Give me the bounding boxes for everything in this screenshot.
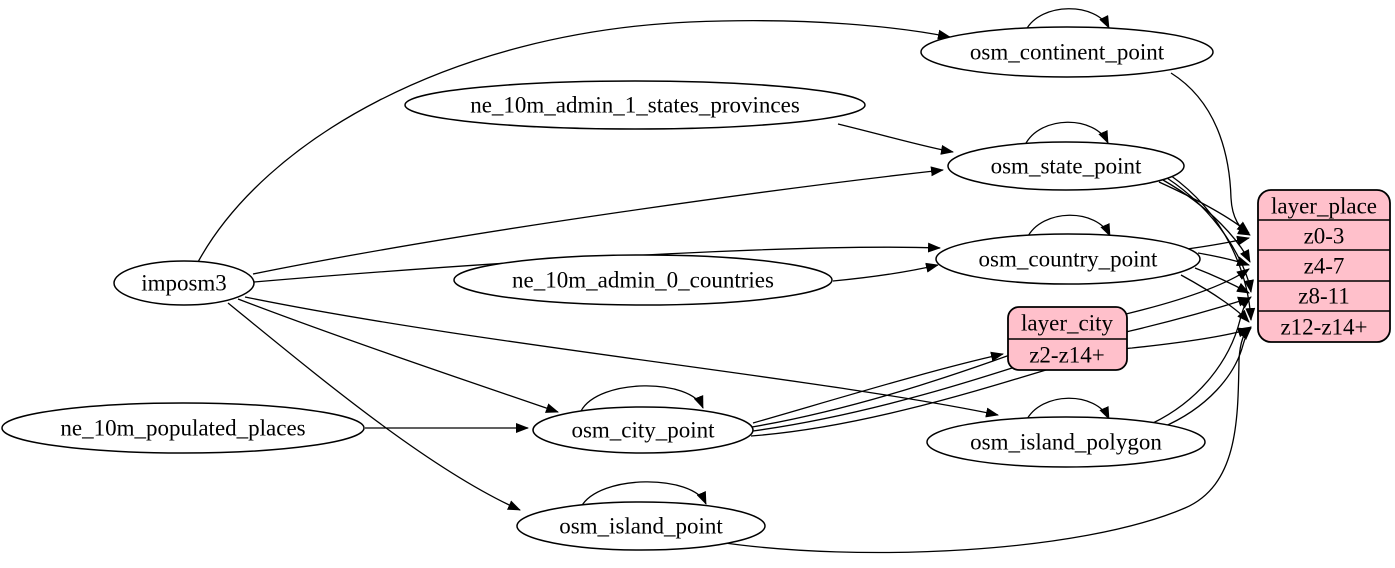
node-imposm3: imposm3: [113, 260, 255, 306]
node-osm_island_point: osm_island_point: [516, 501, 766, 551]
node-ne_10m_admin_1_states_provinces: ne_10m_admin_1_states_provinces: [404, 80, 866, 130]
edge-imposm3-osm_state_point: [252, 166, 944, 275]
layer_place-title: layer_place: [1271, 194, 1377, 219]
layer_place-row-z12-z14: z12-z14+: [1280, 315, 1367, 340]
edge-self-osm_continent_point: [1025, 8, 1110, 31]
layer_place-shape: [1257, 189, 1391, 343]
edge-osm_country_point-layer_place-z0-3: [1186, 235, 1250, 250]
layer_city-title: layer_city: [1021, 311, 1113, 336]
osm_island_polygon-label: osm_island_polygon: [970, 430, 1162, 455]
edge-imposm3-osm_continent_point: [197, 20, 951, 263]
edge-osm_state_point-layer_place-z0-3: [1158, 181, 1250, 234]
osm_island_point-shape: [516, 501, 766, 551]
edge-self-osm_country_point: [1026, 214, 1111, 239]
node-osm_city_point: osm_city_point: [532, 406, 754, 454]
edge-imposm3-osm_island_point: [227, 302, 521, 511]
node-layer_city: layer_city z2-z14+: [1007, 306, 1128, 371]
layer_place-row-z4-7: z4-7: [1304, 254, 1345, 279]
edge-osm_country_point-layer_place-z4-7: [1197, 252, 1250, 266]
edge-osm_continent_point-layer_place-z0-3: [1170, 72, 1251, 236]
edge-osm_island_point-layer_place-z12-z14: [717, 326, 1252, 554]
node-ne_10m_populated_places: ne_10m_populated_places: [1, 402, 365, 454]
ne_10m_admin_1_states_provinces-label: ne_10m_admin_1_states_provinces: [470, 93, 800, 118]
ne_10m_admin_0_countries-label: ne_10m_admin_0_countries: [512, 268, 774, 293]
imposm3-label: imposm3: [141, 271, 227, 296]
layer_place-row-z0-3: z0-3: [1304, 224, 1345, 249]
osm_state_point-label: osm_state_point: [991, 154, 1142, 179]
edge-imposm3-osm_island_polygon: [244, 296, 999, 418]
edge-osm_country_point-layer_place-z12-z14: [1180, 274, 1250, 323]
ne_10m_populated_places-shape: [1, 402, 365, 454]
node-osm_island_polygon: osm_island_polygon: [926, 416, 1206, 468]
edge-ne_10m_admin_0_countries-osm_country_point: [832, 262, 939, 282]
edge-osm_island_polygon-layer_place-z8-11: [1152, 296, 1252, 424]
osm_country_point-shape: [935, 233, 1201, 285]
edge-self-osm_island_point: [580, 481, 707, 508]
node-osm_country_point: osm_country_point: [935, 233, 1201, 285]
layer_city-row-z2-z14: z2-z14+: [1029, 343, 1105, 368]
osm_continent_point-label: osm_continent_point: [970, 40, 1165, 65]
osm_city_point-label: osm_city_point: [571, 418, 715, 443]
layer_place-row-z8-11: z8-11: [1298, 284, 1350, 309]
node-ne_10m_admin_0_countries: ne_10m_admin_0_countries: [453, 254, 833, 306]
ne_10m_populated_places-label: ne_10m_populated_places: [60, 416, 305, 441]
edge-self-osm_island_polygon: [1025, 397, 1110, 422]
osm_island_polygon-shape: [926, 416, 1206, 468]
imposm3-shape: [113, 260, 255, 306]
edge-imposm3-osm_city_point: [237, 298, 559, 413]
edge-ne_10m_admin_1_states_provinces-osm_state_point: [837, 123, 954, 155]
ne_10m_admin_0_countries-shape: [453, 254, 833, 306]
edge-osm_country_point-layer_place-z8-11: [1194, 267, 1250, 294]
edge-osm_city_point-layer_place-z4-7: [751, 268, 1250, 428]
osm_city_point-shape: [532, 406, 754, 454]
osm_state_point-shape: [947, 141, 1185, 191]
osm_country_point-label: osm_country_point: [979, 247, 1158, 272]
edge-osm_state_point-layer_place-z4-7: [1162, 179, 1251, 263]
edge-osm_city_point-layer_city-z2-z14: [752, 351, 1004, 424]
osm_continent_point-shape: [920, 26, 1214, 78]
node-layer_place: layer_place z0-3 z4-7 z8-11 z12-z14+: [1257, 189, 1391, 343]
node-osm_continent_point: osm_continent_point: [920, 26, 1214, 78]
edge-self-osm_city_point: [580, 385, 704, 412]
edge-self-osm_state_point: [1024, 121, 1109, 146]
ne_10m_admin_1_states_provinces-shape: [404, 80, 866, 130]
edges-layer: [197, 8, 1256, 554]
osm_island_point-label: osm_island_point: [559, 514, 723, 539]
node-osm_state_point: osm_state_point: [947, 141, 1185, 191]
